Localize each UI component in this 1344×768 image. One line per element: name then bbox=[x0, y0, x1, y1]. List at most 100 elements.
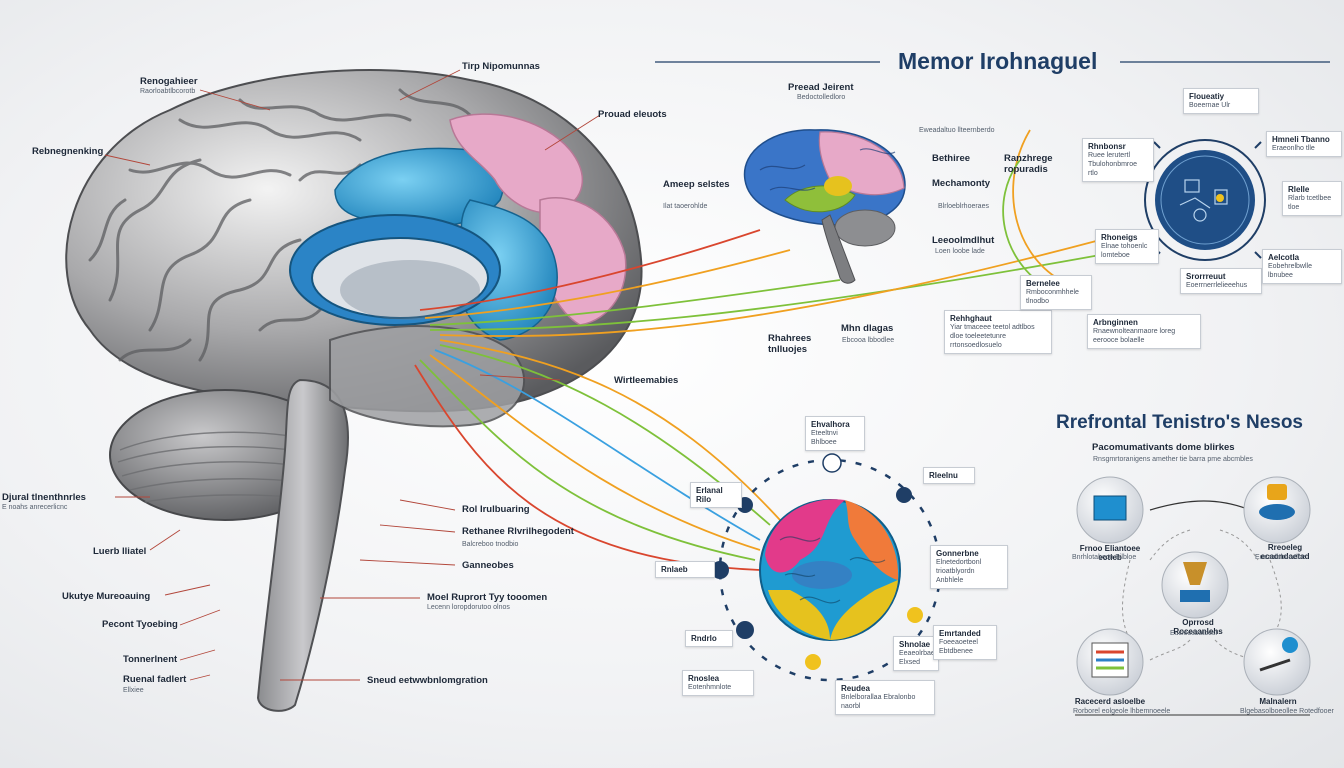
label-left-3: Djural tlnenthnrles bbox=[2, 492, 86, 503]
label-mid-2-sub: Ilat taoerohlde bbox=[663, 203, 708, 210]
label-mid-3: Bethiree bbox=[932, 153, 971, 164]
cycle-box-10-body: Bnlelborallaa Ebralonbo naorbl bbox=[841, 694, 916, 710]
large-brain-illustration bbox=[65, 69, 643, 712]
label-center-1: Tirp Nipomunnas bbox=[462, 61, 540, 72]
label-left-1: Renogahieer bbox=[140, 76, 198, 87]
info-box-8-body: Eobehrelbwlle lbnubee bbox=[1268, 263, 1312, 279]
cycle-box-10-title: Reudea bbox=[841, 684, 870, 693]
info-box-8-title: Aelcotla bbox=[1268, 253, 1300, 262]
node-4-sub: Rorborel eolgeole lhbemnoeele bbox=[1073, 708, 1171, 715]
label-mid-8-sub: Ebcooa lbbodlee bbox=[842, 337, 895, 344]
node-4-label: Racecerd asloelbe bbox=[1074, 697, 1146, 706]
cycle-box-1: Ehvalhora Eteeltnvi Bhlboee bbox=[805, 416, 865, 451]
info-box-9-body: Eraeonlho tlle bbox=[1272, 145, 1315, 152]
cycle-box-8-title: Emrtanded bbox=[939, 629, 981, 638]
cycle-box-4: Rnlaeb bbox=[655, 561, 715, 578]
label-center-2: Prouad eleuots bbox=[598, 109, 667, 120]
cycle-box-1-body: Eteeltnvi Bhlboee bbox=[811, 430, 838, 446]
cycle-box-5-title: Rndrlo bbox=[691, 634, 717, 643]
label-mid-1-sub: Bedoctolledloro bbox=[797, 94, 846, 101]
info-box-3-title: Rhnbonsr bbox=[1088, 142, 1126, 151]
memory-cycle-diagram bbox=[711, 453, 942, 682]
info-box-5-body: Boeernae Ulr bbox=[1189, 102, 1231, 109]
cycle-box-3: Rleelnu bbox=[923, 467, 975, 484]
cycle-box-5: Rndrlo bbox=[685, 630, 733, 647]
node-2-sub: Eoeaalbbueelbe bbox=[1255, 554, 1306, 561]
node-5-label: Malnalern bbox=[1259, 697, 1297, 706]
label-left-8: Ruenal fadlert bbox=[123, 674, 187, 685]
section-caption: Rnsgmrtoranigens amether tie barra pme a… bbox=[1093, 456, 1253, 463]
label-mid-1: Preead Jeirent bbox=[788, 82, 854, 93]
cycle-box-7-body: Eeaeolrbae Elxsed bbox=[899, 650, 935, 666]
cycle-box-2-title: Erlanal Rilo bbox=[696, 486, 723, 504]
label-mid-9-sub: Eweadaltuo llteernberdo bbox=[919, 127, 995, 134]
info-box-1: Rehhghaut Yiar tmaceee teetol adtlbos dl… bbox=[944, 310, 1052, 354]
node-3-label: Oprrosd Roceaanlehs bbox=[1173, 618, 1223, 636]
label-mid-6-sub: Loen loobe lade bbox=[935, 248, 985, 255]
info-box-6: Srorrreuut Eoerrnerrlelieeehus bbox=[1180, 268, 1262, 294]
node-5-sub: Blgebasolboeollee Rotedfooer bbox=[1240, 708, 1334, 715]
info-box-4-body: Elnae tohoenlc lomteboe bbox=[1101, 243, 1148, 259]
label-center-5-sub: Balcreboo tnodbio bbox=[462, 541, 519, 548]
info-box-4: Rhoneigs Elnae tohoenlc lomteboe bbox=[1095, 229, 1159, 264]
node-3-sub: Eucioosbalbesr bbox=[1170, 630, 1218, 637]
label-left-6: Pecont Tyoebing bbox=[102, 619, 178, 630]
cycle-box-10: Reudea Bnlelborallaa Ebralonbo naorbl bbox=[835, 680, 935, 715]
small-brain-illustration bbox=[743, 129, 906, 284]
label-mid-5: Mechamonty bbox=[932, 178, 991, 189]
info-box-7-title: Rlelle bbox=[1288, 185, 1310, 194]
info-box-2-body: Rnaewnolteanmaore loreg eerooce bolaelle bbox=[1093, 328, 1176, 344]
label-left-7: Tonnerlnent bbox=[123, 654, 178, 665]
cycle-box-3-title: Rleelnu bbox=[929, 471, 958, 480]
info-box-9-title: Hmneli Tbanno bbox=[1272, 135, 1330, 144]
label-mid-4: Ranzhrege ropuradis bbox=[1004, 153, 1053, 175]
info-box-2: Arbnginnen Rnaewnolteanmaore loreg eeroo… bbox=[1087, 314, 1201, 349]
label-left-5: Ukutye Mureoauing bbox=[62, 591, 151, 602]
info-box-3: Rhnbonsr Ruee lerutertl Tbulohonbmroe rt… bbox=[1082, 138, 1154, 182]
label-left-8-sub: Ellxiee bbox=[123, 687, 144, 694]
label-mid-8: Mhn dlagas bbox=[841, 323, 894, 334]
cycle-box-4-title: Rnlaeb bbox=[661, 565, 688, 574]
fiber-bundle bbox=[414, 129, 1101, 571]
info-box-7-body: Rlarb tcetlbee tloe bbox=[1288, 195, 1332, 211]
label-center-4: Rol Irulbuaring bbox=[462, 504, 530, 515]
node-1-sub: Bnrhlotaboco Bilbloe bbox=[1072, 554, 1137, 561]
info-box-6-title: Srorrreuut bbox=[1186, 272, 1226, 281]
label-mid-5-sub: Blrloeblrhoeraes bbox=[938, 203, 989, 210]
label-center-3: Wirtleemabies bbox=[614, 375, 679, 386]
section-title: Rrefrontal Tenistro's Nesos bbox=[1056, 412, 1303, 433]
label-center-7: Moel Ruprort Tyy tooomen bbox=[427, 592, 548, 603]
info-box-5: Floueatiy Boeernae Ulr bbox=[1183, 88, 1259, 114]
label-left-1-sub: Raorloabtlbcorotb bbox=[140, 88, 196, 95]
info-box-9: Hmneli Tbanno Eraeonlho tlle bbox=[1266, 131, 1342, 157]
cycle-box-8: Emrtanded Foeeaoeteel Ebtdbenee bbox=[933, 625, 997, 660]
cycle-box-6: Gonnerbne Elnetedortbonl trioatblyordn A… bbox=[930, 545, 1008, 589]
cycle-box-7-title: Shnolae bbox=[899, 640, 931, 649]
label-mid-2: Ameep selstes bbox=[663, 179, 730, 190]
label-center-8: Sneud eetwwbnlomgration bbox=[367, 675, 488, 686]
label-mid-6: Leeoolmdlhut bbox=[932, 235, 995, 246]
info-box-5-title: Floueatiy bbox=[1189, 92, 1225, 101]
info-box-10-body: Rmboconmhhele tlnodbo bbox=[1026, 289, 1079, 305]
info-box-1-title: Rehhghaut bbox=[950, 314, 992, 323]
node-1-label: Frnoo Eliantoee eotieb bbox=[1079, 544, 1141, 562]
label-left-2: Rebnegnenking bbox=[32, 146, 104, 157]
info-box-8: Aelcotla Eobehrelbwlle lbnubee bbox=[1262, 249, 1342, 284]
label-center-7-sub: Lecenn loropdorutoo olnos bbox=[427, 604, 510, 611]
label-left-4: Luerb lliatel bbox=[93, 546, 147, 557]
info-box-7: Rlelle Rlarb tcetlbee tloe bbox=[1282, 181, 1342, 216]
cycle-box-9-body: Eotenhmnlote bbox=[688, 684, 732, 691]
right-concept-network bbox=[1075, 476, 1311, 716]
info-box-10-title: Bernelee bbox=[1026, 279, 1060, 288]
cycle-box-8-body: Foeeaoeteel Ebtdbenee bbox=[939, 639, 978, 655]
section-subtitle: Pacomumativants dome blirkes bbox=[1092, 442, 1235, 453]
cycle-box-6-body: Elnetedortbonl trioatblyordn Anbhlele bbox=[936, 559, 982, 584]
cycle-box-6-title: Gonnerbne bbox=[936, 549, 979, 558]
info-box-6-body: Eoerrnerrlelieeehus bbox=[1186, 282, 1248, 289]
info-box-3-body: Ruee lerutertl Tbulohonbmroe rtlo bbox=[1088, 152, 1138, 177]
label-mid-7: Rhahrees tnlluojes bbox=[768, 333, 812, 355]
info-box-4-title: Rhoneigs bbox=[1101, 233, 1138, 242]
info-box-2-title: Arbnginnen bbox=[1093, 318, 1138, 327]
node-2-label: Rreoeleg ecaondaetad bbox=[1260, 543, 1310, 561]
cycle-box-2: Erlanal Rilo bbox=[690, 482, 742, 508]
